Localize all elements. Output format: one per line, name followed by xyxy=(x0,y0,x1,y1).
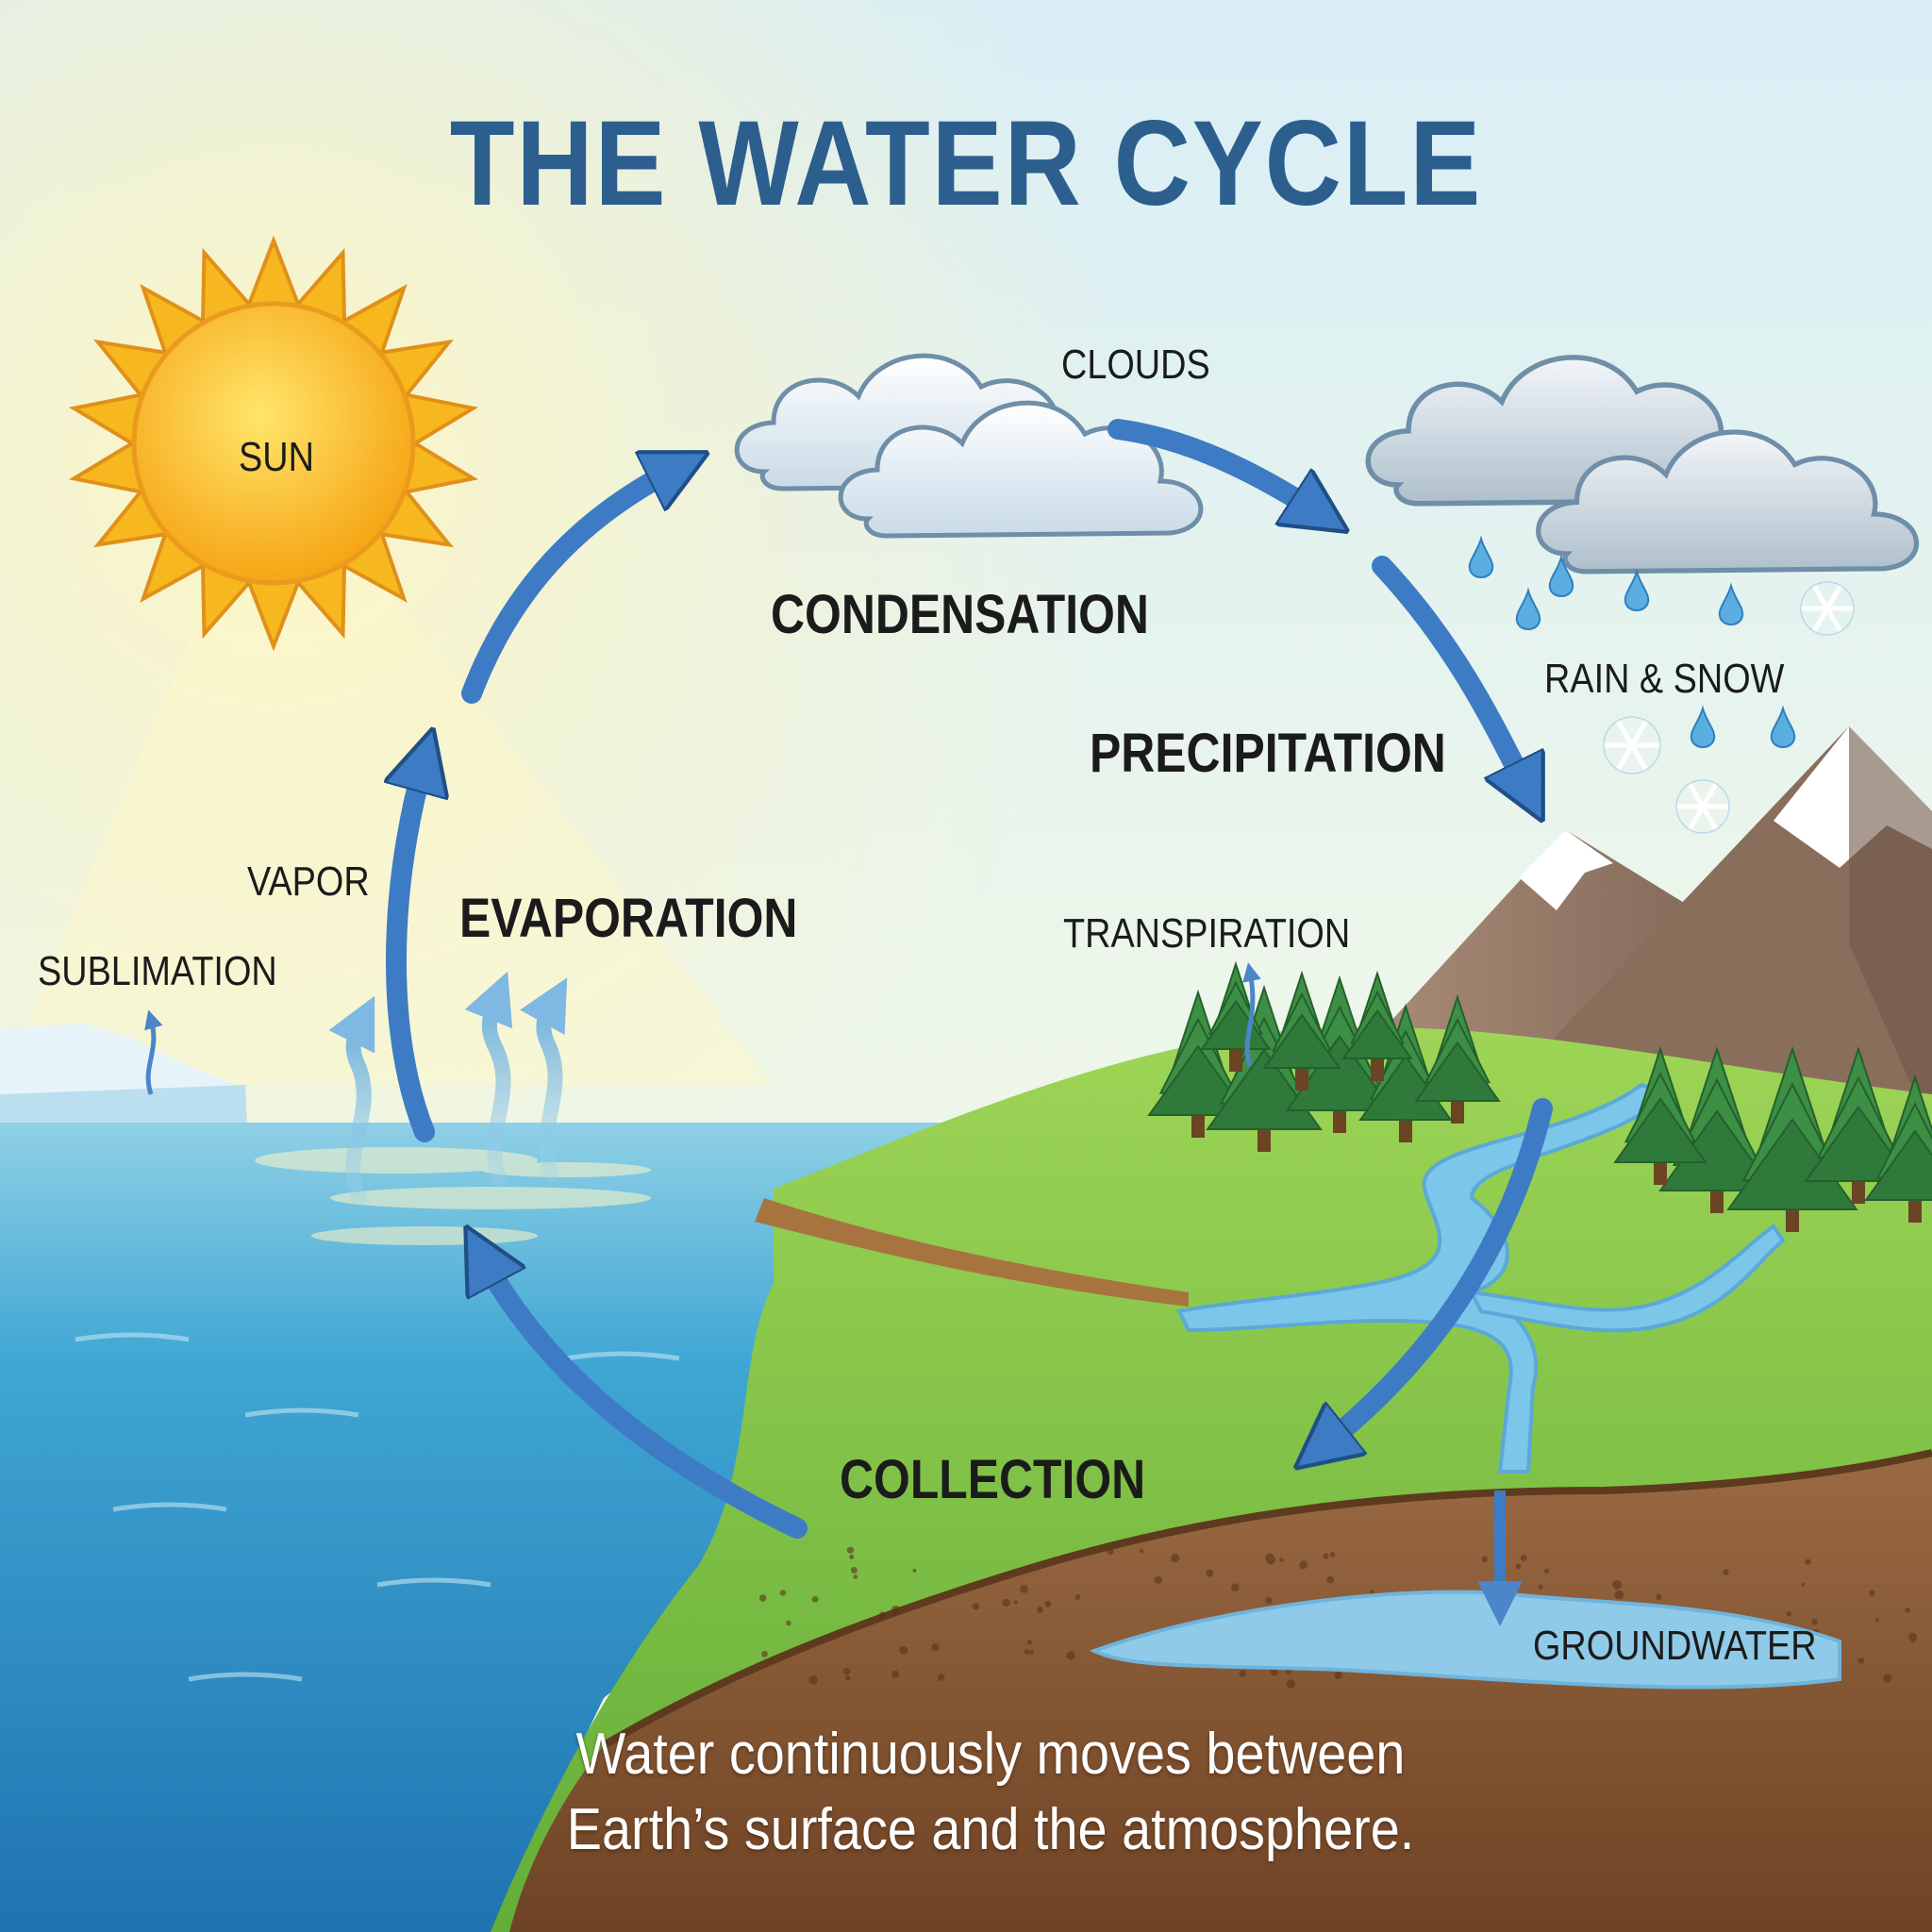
riverbank xyxy=(755,1198,1189,1307)
sun-icon xyxy=(68,235,479,652)
pine-trees xyxy=(1147,960,1932,1232)
raindrops xyxy=(1468,535,1796,748)
snowflake-icon xyxy=(1800,584,1855,633)
groundwater-pool xyxy=(1089,1590,1841,1690)
pine-tree-icon xyxy=(1414,993,1501,1124)
sun-label: SUN xyxy=(239,434,314,480)
caption: Water continuously moves between Earth’s… xyxy=(439,1717,1542,1868)
cloud-icon xyxy=(1536,429,1920,575)
raindrop-icon xyxy=(1690,705,1716,748)
pine-tree-icon xyxy=(1726,1045,1858,1232)
raindrop-icon xyxy=(1548,554,1574,597)
collection-arrow xyxy=(481,1255,808,1539)
pine-tree-icon xyxy=(1613,1045,1707,1185)
rain-snow-label: RAIN & SNOW xyxy=(1544,656,1785,702)
rising-arrow xyxy=(461,467,679,704)
pine-tree-icon xyxy=(1262,970,1341,1091)
pine-tree-icon xyxy=(1658,1045,1775,1213)
precipitation-label: PRECIPITATION xyxy=(1090,723,1446,784)
raindrop-icon xyxy=(1468,535,1494,578)
groundwater-label: GROUNDWATER xyxy=(1533,1623,1817,1669)
rain-clouds xyxy=(1365,355,1920,575)
transpiration-arrow xyxy=(1242,962,1261,1067)
raindrop-icon xyxy=(1515,587,1541,630)
pine-tree-icon xyxy=(1864,1074,1932,1223)
soil-edge xyxy=(601,1449,1932,1749)
precipitation-arrow xyxy=(1372,556,1528,792)
ocean-ripples xyxy=(75,1332,680,1682)
snowflakes xyxy=(1603,581,1855,834)
vapor-wisps xyxy=(328,971,568,1206)
cycle-arrows xyxy=(396,419,1553,1539)
condensation-label: CONDENSATION xyxy=(771,584,1149,645)
vapor-label: VAPOR xyxy=(247,858,370,905)
pine-tree-icon xyxy=(1341,970,1413,1081)
raindrop-icon xyxy=(1718,582,1744,625)
caption-line-1: Water continuously moves between xyxy=(575,1722,1406,1787)
river xyxy=(1176,1082,1674,1474)
transpiration-label: TRANSPIRATION xyxy=(1063,910,1351,957)
snowflake-icon xyxy=(1603,720,1661,771)
page-title: THE WATER CYCLE xyxy=(449,96,1483,231)
clouds-label: CLOUDS xyxy=(1061,341,1210,388)
sublimation-arrow xyxy=(144,1009,163,1095)
soil-layer xyxy=(509,1453,1932,1932)
raindrop-icon xyxy=(1624,568,1650,611)
caption-line-2: Earth’s surface and the atmosphere. xyxy=(566,1797,1415,1862)
snowflake-icon xyxy=(1675,782,1730,831)
river-right-branch xyxy=(1468,1224,1786,1333)
raindrop-icon xyxy=(1770,705,1796,748)
evaporation-arrow xyxy=(396,759,425,1142)
runoff-arrow xyxy=(1321,1098,1553,1448)
sublimation-label: SUBLIMATION xyxy=(38,948,277,994)
collection-label: COLLECTION xyxy=(840,1449,1146,1510)
cloud-to-rain-arrow xyxy=(1108,419,1321,514)
evaporation-label: EVAPORATION xyxy=(459,888,798,949)
